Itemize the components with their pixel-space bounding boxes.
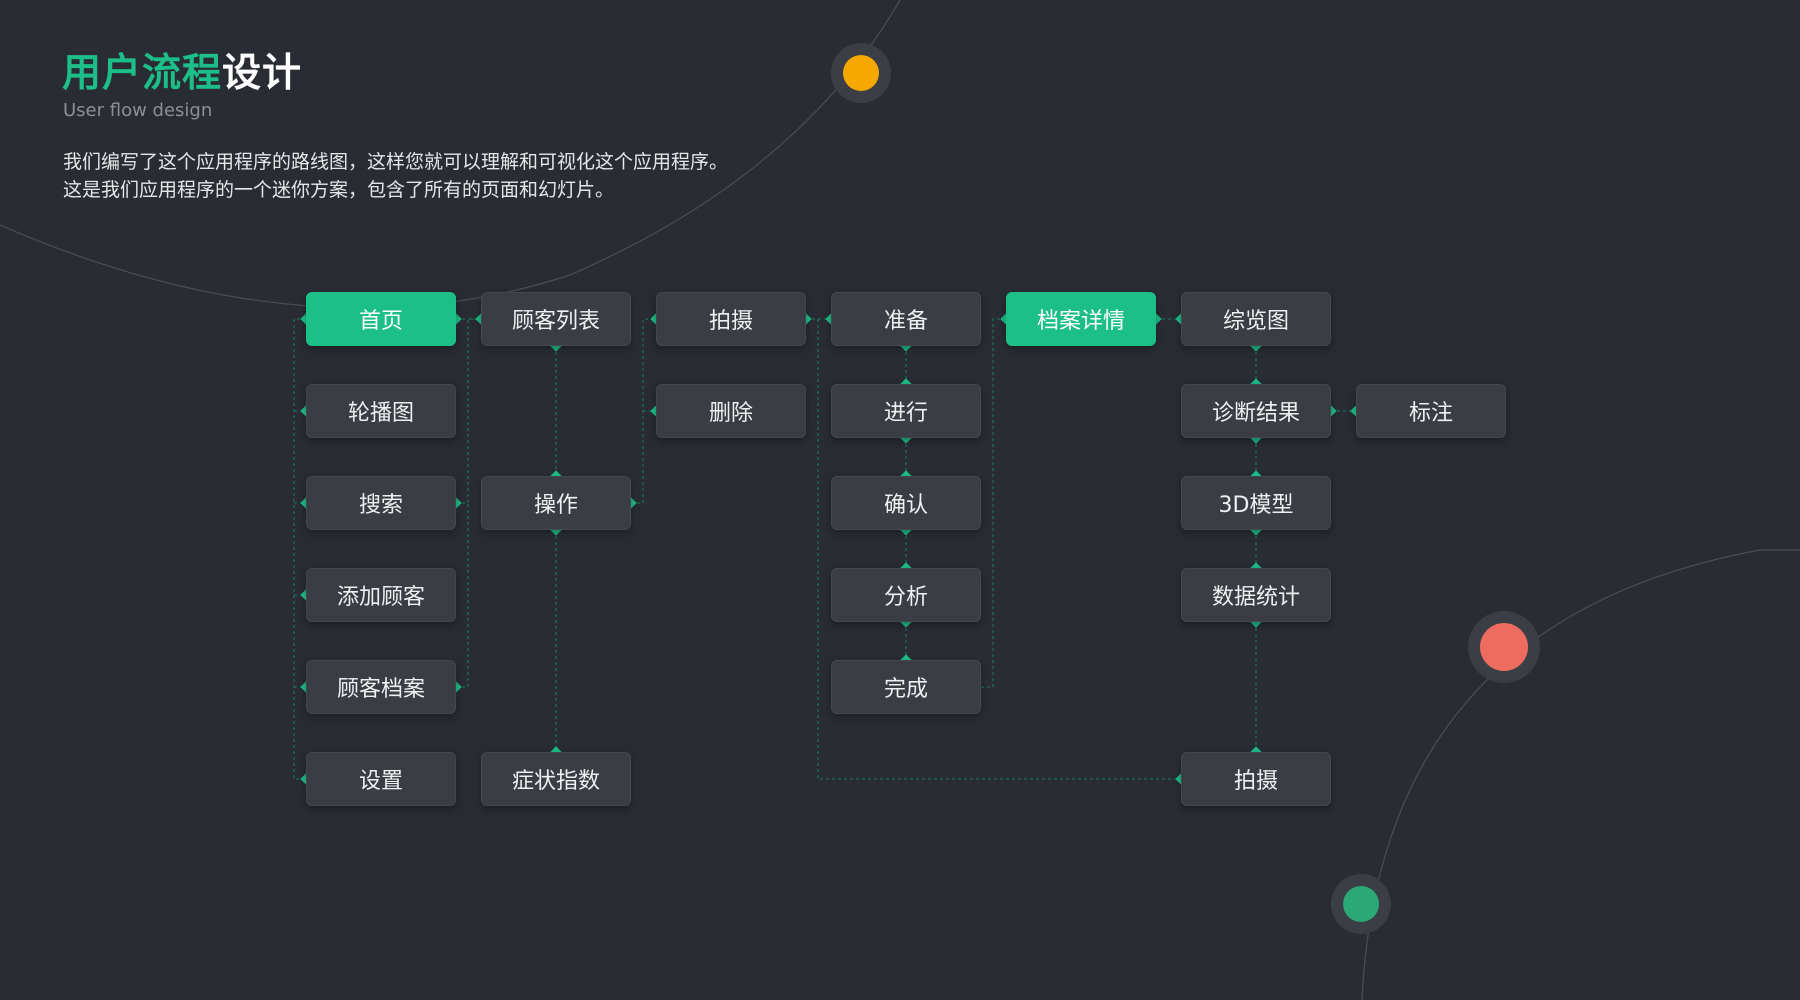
description-line: 我们编写了这个应用程序的路线图，这样您就可以理解和可视化这个应用程序。 xyxy=(63,151,729,173)
flow-connector xyxy=(817,319,1181,780)
flow-node-diagnosis[interactable]: 诊断结果 xyxy=(1181,384,1331,438)
flow-node-search[interactable]: 搜索 xyxy=(306,476,456,530)
flow-node-overview[interactable]: 综览图 xyxy=(1181,292,1331,346)
flow-node-customer-file[interactable]: 顾客档案 xyxy=(306,660,456,714)
flow-node-delete[interactable]: 删除 xyxy=(656,384,806,438)
orb-yellow xyxy=(831,43,891,103)
flow-connector xyxy=(456,318,481,504)
title-accent: 用户流程 xyxy=(62,51,223,96)
flow-node-annotation[interactable]: 标注 xyxy=(1356,384,1506,438)
flow-node-carousel[interactable]: 轮播图 xyxy=(306,384,456,438)
flow-node-symptom-index[interactable]: 症状指数 xyxy=(481,752,631,806)
title-rest: 设计 xyxy=(222,51,303,96)
flow-node-in-progress[interactable]: 进行 xyxy=(831,384,981,438)
page-description: 我们编写了这个应用程序的路线图，这样您就可以理解和可视化这个应用程序。 这是我们… xyxy=(63,148,728,204)
flow-node-capture-1[interactable]: 拍摄 xyxy=(656,292,806,346)
page-title: 用户流程设计 xyxy=(62,42,302,98)
decor-arc-top xyxy=(0,0,901,309)
flow-node-home[interactable]: 首页 xyxy=(306,292,456,346)
description-line: 这是我们应用程序的一个迷你方案，包含了所有的页面和幻灯片。 xyxy=(63,179,615,201)
flow-node-statistics[interactable]: 数据统计 xyxy=(1181,568,1331,622)
flow-node-add-customer[interactable]: 添加顾客 xyxy=(306,568,456,622)
flow-connector xyxy=(981,318,1006,688)
flow-connector xyxy=(456,503,469,688)
flow-node-analyze[interactable]: 分析 xyxy=(831,568,981,622)
orb-red xyxy=(1468,611,1540,683)
orb-green xyxy=(1331,874,1391,934)
flow-connector xyxy=(293,318,306,780)
flow-node-confirm[interactable]: 确认 xyxy=(831,476,981,530)
flow-node-prepare[interactable]: 准备 xyxy=(831,292,981,346)
flow-node-file-detail[interactable]: 档案详情 xyxy=(1006,292,1156,346)
page-subtitle: User flow design xyxy=(63,100,213,121)
flow-node-complete[interactable]: 完成 xyxy=(831,660,981,714)
flow-node-customer-list[interactable]: 顾客列表 xyxy=(481,292,631,346)
flow-node-operation[interactable]: 操作 xyxy=(481,476,631,530)
flow-node-capture-2[interactable]: 拍摄 xyxy=(1181,752,1331,806)
flow-node-settings[interactable]: 设置 xyxy=(306,752,456,806)
flow-node-model-3d[interactable]: 3D模型 xyxy=(1181,476,1331,530)
